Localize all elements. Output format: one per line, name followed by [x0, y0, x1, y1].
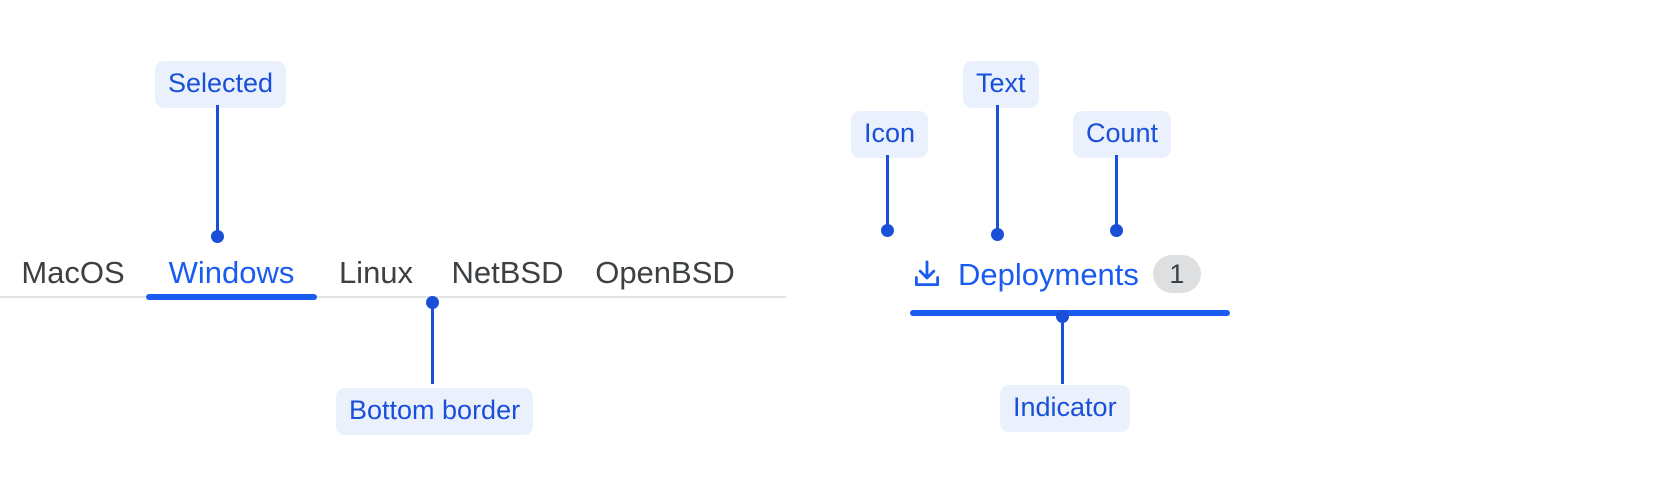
- callout-selected-label: Selected: [155, 61, 287, 108]
- callout-selected-leader-line: [216, 105, 219, 235]
- callout-bottom-border-leader-line: [431, 302, 434, 384]
- callout-count-leader-dot: [1110, 224, 1123, 237]
- tab-deployments-count-badge: 1: [1152, 255, 1201, 293]
- tab-macos[interactable]: MacOS: [21, 254, 125, 290]
- tab-deployments[interactable]: Deployments 1: [910, 248, 1201, 300]
- callout-text-leader-line: [996, 105, 999, 231]
- tablist-bottom-border: [0, 296, 786, 298]
- tab-windows[interactable]: Windows: [168, 254, 295, 290]
- tablist-left: MacOS Windows Linux NetBSD OpenBSD: [0, 243, 786, 301]
- callout-icon-leader-dot: [881, 224, 894, 237]
- callout-count-label: Count: [1073, 111, 1172, 158]
- tab-netbsd[interactable]: NetBSD: [451, 254, 564, 290]
- callout-icon-leader-line: [886, 155, 889, 230]
- callout-bottom-border-label: Bottom border: [336, 388, 534, 435]
- callout-count-leader-line: [1115, 155, 1118, 230]
- tab-active-indicator-left: [146, 294, 317, 300]
- tab-openbsd[interactable]: OpenBSD: [595, 254, 735, 290]
- callout-indicator-label: Indicator: [1000, 385, 1130, 432]
- tab-deployments-label: Deployments: [958, 256, 1139, 292]
- callout-indicator-leader-line: [1061, 316, 1064, 384]
- callout-text-label: Text: [963, 61, 1039, 108]
- callout-selected-leader-dot: [211, 230, 224, 243]
- download-icon: [910, 257, 944, 291]
- callout-icon-label: Icon: [851, 111, 929, 158]
- tab-linux[interactable]: Linux: [338, 254, 414, 290]
- callout-text-leader-dot: [991, 228, 1004, 241]
- tab-active-indicator-right: [910, 310, 1230, 316]
